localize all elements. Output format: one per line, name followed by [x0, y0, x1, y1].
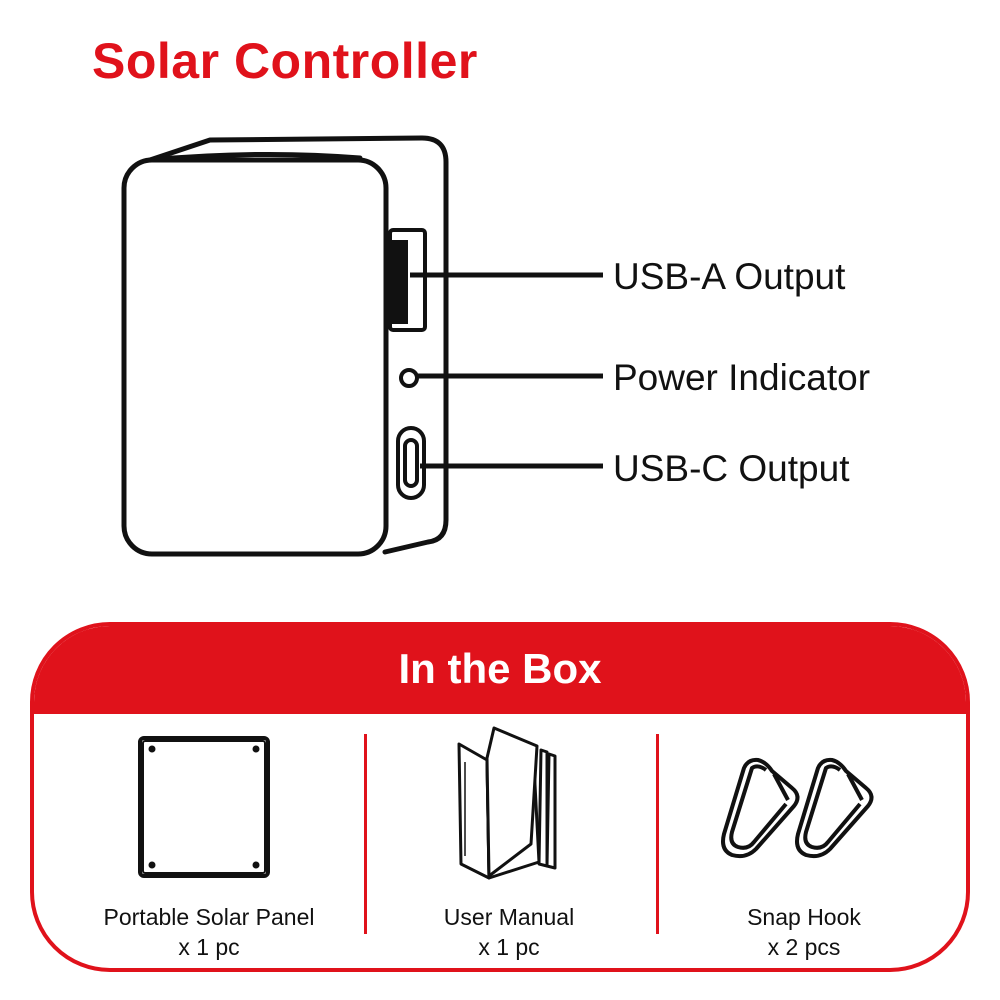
- power-indicator-light-icon: [399, 368, 419, 388]
- item-divider: [364, 734, 367, 934]
- item-name: Portable Solar Panel: [103, 904, 315, 930]
- usb-c-output-label: USB-C Output: [613, 448, 850, 489]
- usb-a-port-icon: [388, 228, 427, 332]
- page-title: Solar Controller: [92, 33, 478, 89]
- item-quantity: x 1 pc: [478, 934, 540, 960]
- carabiner-icon: [721, 757, 874, 859]
- box-item-user-manual: User Manual x 1 pc: [359, 726, 659, 966]
- manual-icon: [457, 726, 557, 880]
- in-the-box-title: In the Box: [398, 645, 602, 692]
- item-name: User Manual: [443, 904, 575, 930]
- in-the-box-header: In the Box: [34, 626, 966, 714]
- power-indicator-label: Power Indicator: [613, 357, 871, 398]
- solar-panel-icon: [138, 736, 270, 878]
- item-quantity: x 2 pcs: [767, 934, 841, 960]
- item-quantity: x 1 pc: [178, 934, 240, 960]
- item-divider: [656, 734, 659, 934]
- item-name: Snap Hook: [747, 904, 861, 930]
- usb-a-output-label: USB-A Output: [613, 256, 846, 297]
- box-item-solar-panel: Portable Solar Panel x 1 pc: [59, 726, 359, 966]
- in-the-box-panel: In the Box Portable Solar Panel x 1 pc: [30, 622, 970, 972]
- box-item-snap-hook: Snap Hook x 2 pcs: [654, 726, 954, 966]
- solar-controller-illustration: [121, 135, 603, 557]
- usb-c-port-icon: [396, 426, 426, 500]
